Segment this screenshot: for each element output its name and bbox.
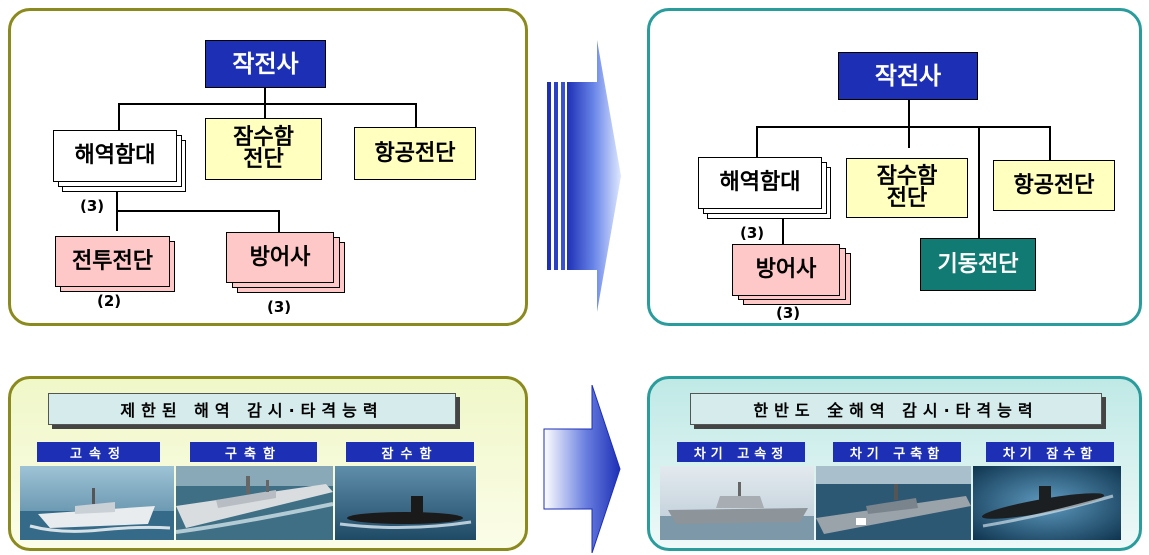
ship-tag: 구축함 [190, 442, 317, 462]
next-submarine-photo [973, 466, 1121, 540]
connector-line [264, 88, 266, 104]
connector-line [756, 126, 758, 158]
connector-line [756, 126, 1050, 128]
combat-count: (2) [97, 292, 122, 310]
transition-arrow-icon [543, 385, 621, 553]
fleet-count: (3) [80, 197, 105, 215]
defense-box: 방어사 [732, 244, 840, 296]
patrol-boat-photo [20, 466, 174, 540]
connector-line [278, 210, 280, 232]
next-destroyer-photo [816, 466, 971, 540]
defense-box: 방어사 [226, 232, 334, 283]
submarine-box: 잠수함 전단 [846, 158, 968, 218]
connector-line [1049, 126, 1051, 160]
connector-line [118, 103, 416, 105]
submarine-photo [335, 466, 476, 540]
submarine-label-line1: 잠수함 [876, 164, 938, 189]
capability-banner: 한반도 全해역 감시·타격능력 [690, 393, 1102, 425]
connector-line [908, 100, 910, 128]
aviation-box: 항공전단 [993, 160, 1115, 211]
ship-tag: 잠수함 [346, 442, 474, 462]
connector-line [116, 183, 118, 231]
connector-line [415, 103, 417, 127]
command-box: 작전사 [838, 52, 978, 100]
defense-count: (3) [776, 304, 801, 322]
destroyer-photo [176, 466, 333, 540]
ship-tag: 차기 고속정 [677, 442, 805, 462]
ship-tag: 고속정 [37, 442, 160, 462]
command-box: 작전사 [205, 40, 326, 88]
submarine-label-line2: 전단 [243, 147, 284, 172]
fleet-count: (3) [740, 224, 765, 242]
transition-arrow-icon [547, 40, 621, 312]
connector-line [978, 126, 980, 238]
connector-line [118, 103, 120, 130]
fleet-box: 해역함대 [53, 130, 177, 182]
ship-tag: 차기 잠수함 [986, 442, 1114, 462]
connector-line [116, 210, 279, 212]
ship-tag: 차기 구축함 [833, 442, 961, 462]
connector-line [908, 126, 910, 148]
mobile-flotilla-box: 기동전단 [920, 238, 1036, 291]
connector-line [264, 103, 266, 118]
combat-box: 전투전단 [55, 236, 170, 287]
connector-line [782, 212, 784, 244]
submarine-box: 잠수함 전단 [205, 118, 322, 180]
next-patrol-boat-photo [660, 466, 814, 540]
fleet-box: 해역함대 [698, 157, 822, 209]
aviation-box: 항공전단 [354, 127, 476, 180]
submarine-label-line2: 전단 [886, 186, 928, 211]
defense-count: (3) [267, 298, 292, 316]
submarine-label-line1: 잠수함 [233, 125, 294, 150]
capability-banner: 제한된 해역 감시·타격능력 [48, 393, 456, 425]
